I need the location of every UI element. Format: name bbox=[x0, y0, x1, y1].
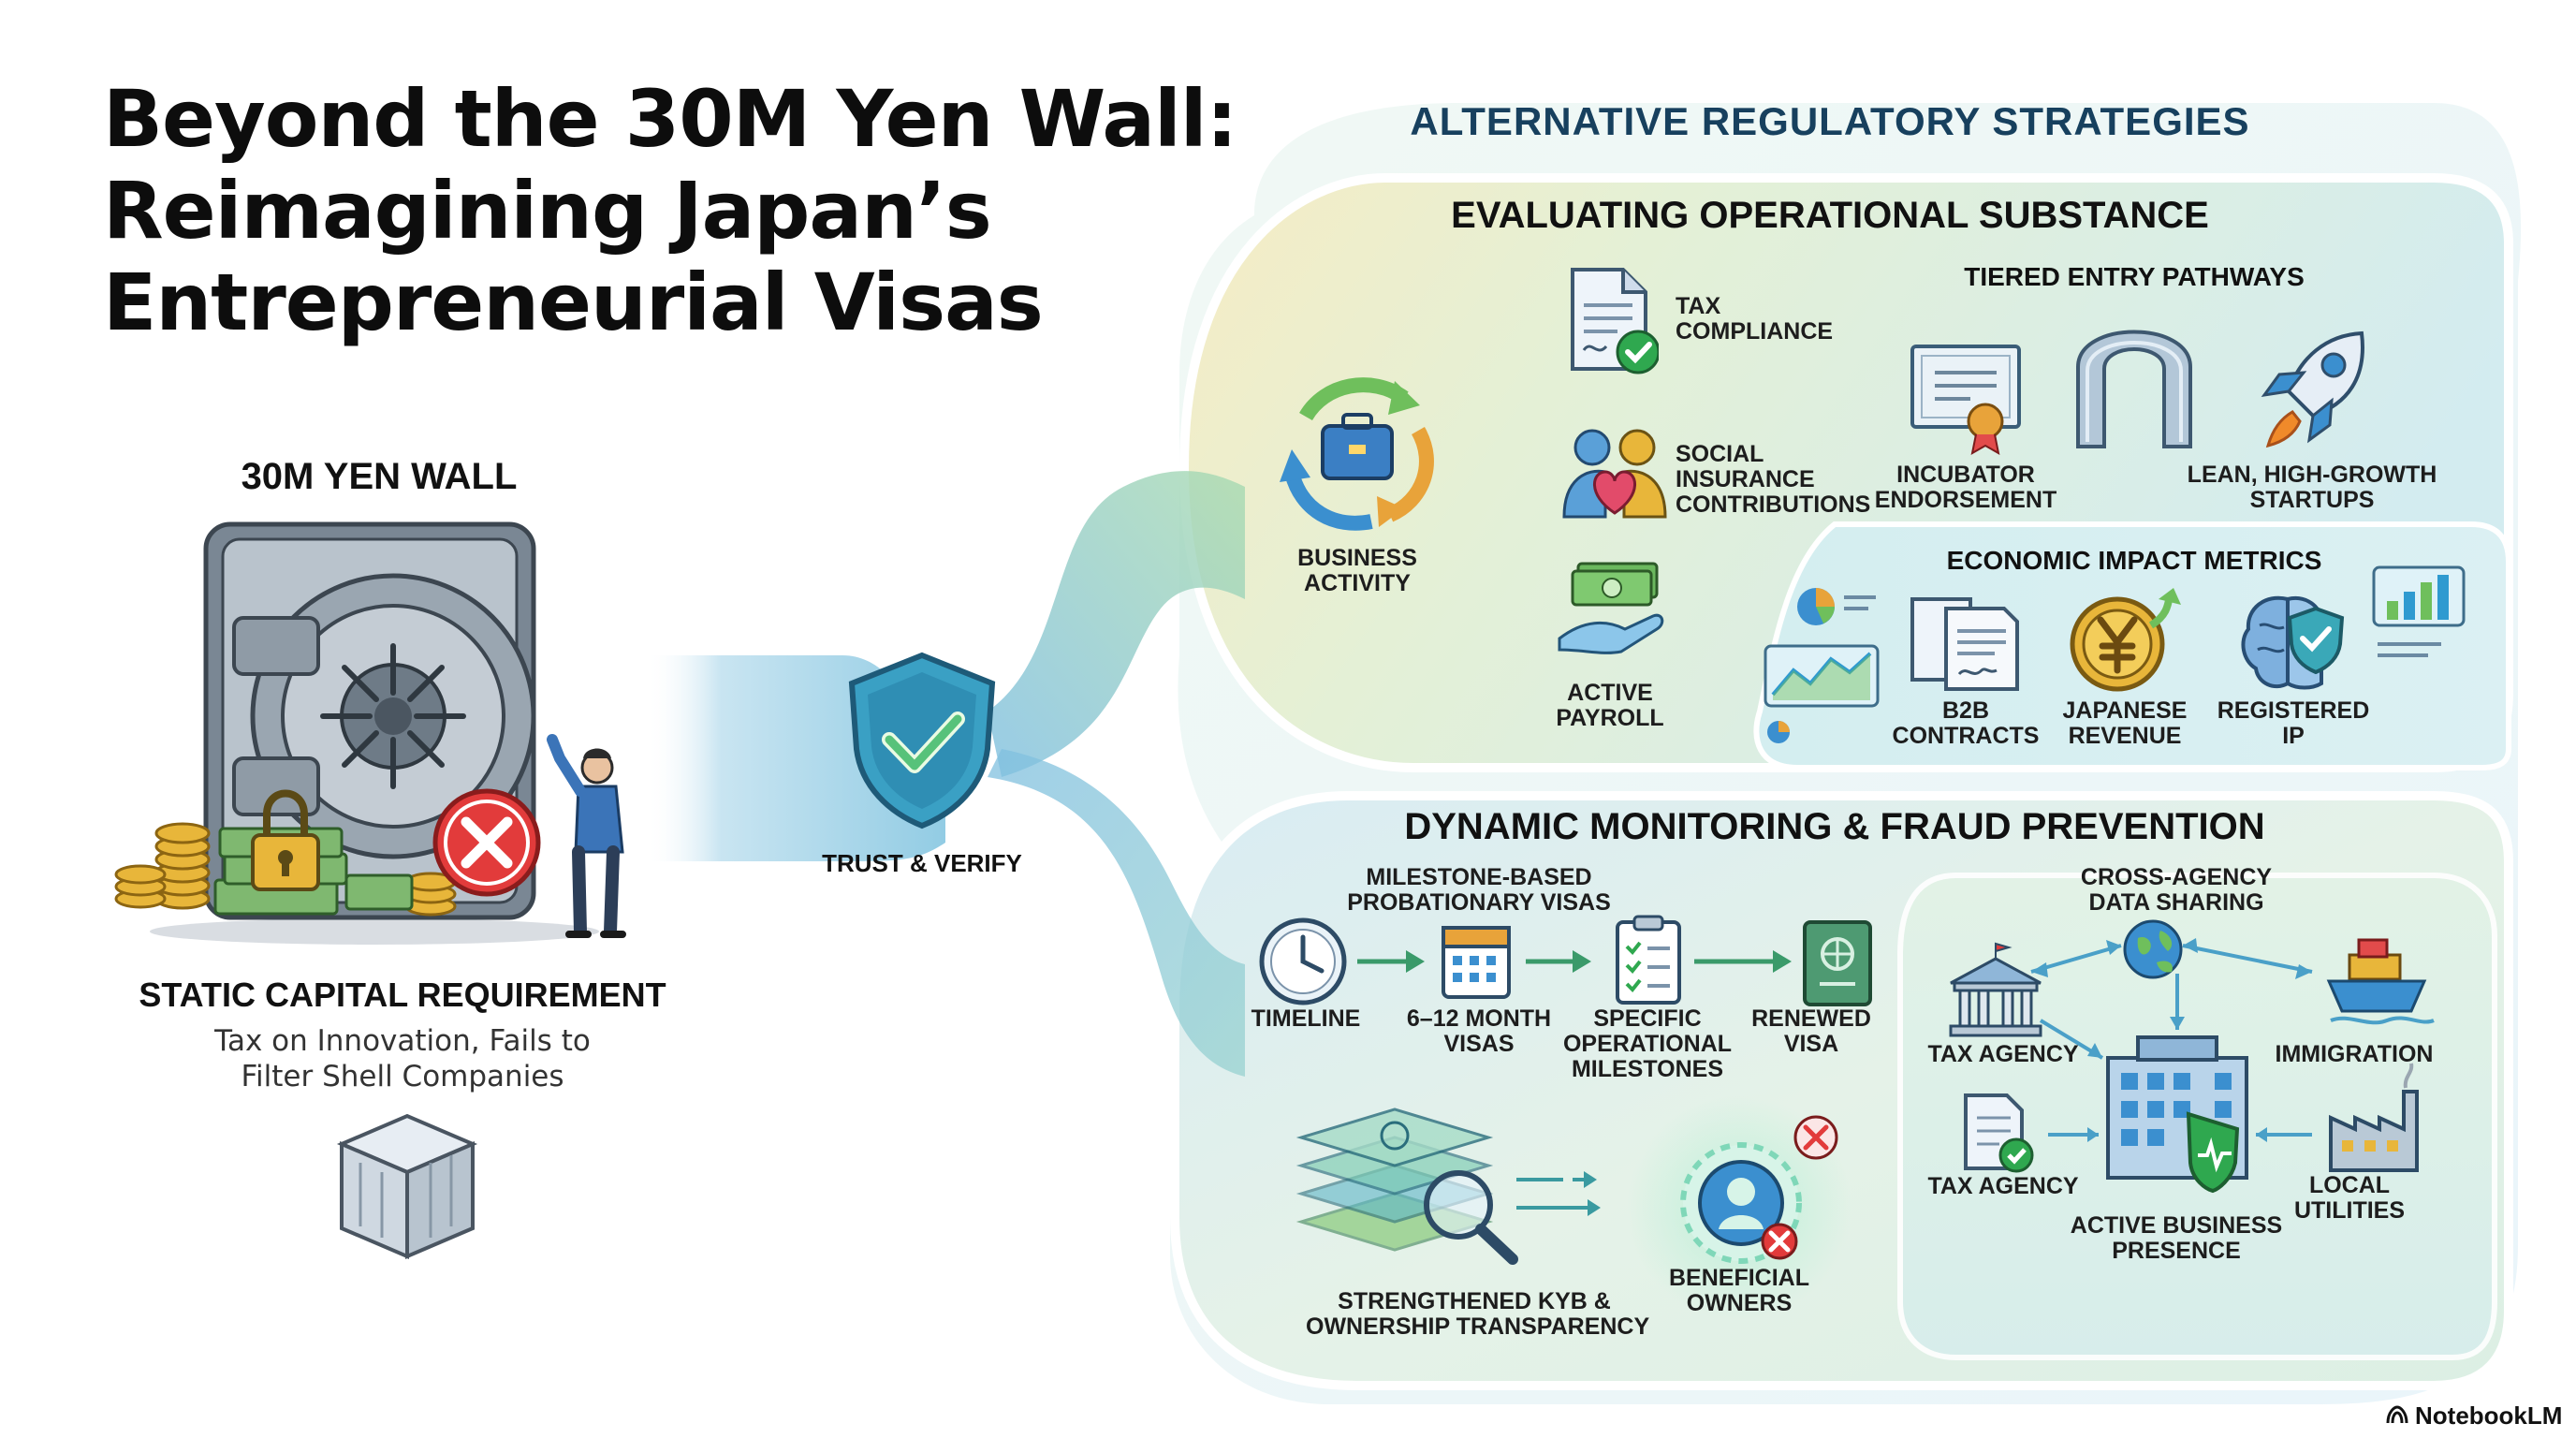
office-building-icon bbox=[2106, 1035, 2248, 1194]
title-line-2: Reimagining Japan’s bbox=[103, 165, 992, 257]
shield-check-icon bbox=[848, 652, 996, 829]
wall-title: 30M YEN WALL bbox=[241, 456, 518, 497]
bar-chart-icon bbox=[2372, 565, 2466, 657]
brand-label: NotebookLM bbox=[2415, 1401, 2563, 1430]
economic-metrics-title: ECONOMIC IMPACT METRICS bbox=[1946, 546, 2322, 575]
error-x-outline-icon bbox=[1793, 1115, 1838, 1160]
rocket-icon bbox=[2261, 330, 2364, 448]
notebooklm-logo-icon bbox=[2386, 1405, 2408, 1424]
ship-icon bbox=[2326, 938, 2435, 1025]
cross-agency-network bbox=[1949, 919, 2435, 1194]
timeline-label: TIMELINE bbox=[1251, 1005, 1361, 1032]
immigration-label: IMMIGRATION bbox=[2275, 1041, 2434, 1067]
arrow-right-icon bbox=[1694, 950, 1792, 973]
static-capital-title: STATIC CAPITAL REQUIREMENT bbox=[139, 976, 666, 1014]
tax-agency-label-1: TAX AGENCY bbox=[1927, 1041, 2079, 1067]
error-x-icon bbox=[432, 788, 541, 897]
operational-substance-title: EVALUATING OPERATIONAL SUBSTANCE bbox=[1451, 195, 2209, 236]
monitoring-title: DYNAMIC MONITORING & FRAUD PREVENTION bbox=[1404, 806, 2265, 847]
trust-verify-label: TRUST & VERIFY bbox=[822, 849, 1022, 877]
yen-coin-icon bbox=[2070, 588, 2181, 692]
document-check-icon bbox=[1571, 268, 1659, 374]
title-line-3: Entrepreneurial Visas bbox=[103, 257, 1044, 348]
people-heart-icon bbox=[1562, 429, 1667, 519]
checklist-icon bbox=[1616, 915, 1681, 1005]
passport-icon bbox=[1803, 920, 1872, 1006]
archway-icon bbox=[2076, 330, 2192, 448]
business-cycle-icon bbox=[1280, 377, 1434, 531]
factory-icon bbox=[2329, 1063, 2419, 1172]
error-x-small-icon bbox=[1761, 1223, 1798, 1260]
courthouse-icon bbox=[1949, 942, 2042, 1037]
document-check-icon-2 bbox=[1964, 1093, 2034, 1173]
contracts-icon bbox=[1910, 597, 2019, 691]
payroll-hand-icon bbox=[1558, 562, 1664, 654]
padlock-icon bbox=[251, 789, 320, 891]
tax-agency-label-2: TAX AGENCY bbox=[1927, 1173, 2079, 1199]
title-line-1: Beyond the 30M Yen Wall: bbox=[103, 73, 1237, 165]
magnifier-icon bbox=[1424, 1170, 1518, 1265]
glass-box-icon bbox=[336, 1113, 478, 1260]
page-title: Beyond the 30M Yen Wall: Reimagining Jap… bbox=[103, 73, 1273, 348]
alternative-strategies-title: ALTERNATIVE REGULATORY STRATEGIES bbox=[1410, 99, 2250, 143]
person-icon bbox=[547, 734, 626, 938]
arrow-right-icon bbox=[1357, 950, 1425, 973]
dashboard-chart-icon bbox=[1764, 588, 1880, 743]
kyb-illustration bbox=[1295, 1108, 1838, 1265]
milestone-flow bbox=[1259, 915, 1872, 1006]
certificate-icon bbox=[1910, 345, 2021, 455]
vault-illustration bbox=[114, 521, 626, 945]
globe-icon bbox=[2123, 919, 2183, 979]
arrow-right-icon bbox=[1526, 950, 1591, 973]
static-capital-subtitle: Tax on Innovation, Fails to Filter Shell… bbox=[214, 1024, 591, 1093]
brain-shield-icon bbox=[2241, 595, 2345, 690]
clock-icon bbox=[1259, 917, 1347, 1005]
kyb-label: STRENGTHENED KYB &OWNERSHIP TRANSPARENCY bbox=[1306, 1288, 1650, 1340]
calendar-icon bbox=[1442, 926, 1511, 999]
tiered-entry-title: TIERED ENTRY PATHWAYS bbox=[1964, 262, 2305, 291]
